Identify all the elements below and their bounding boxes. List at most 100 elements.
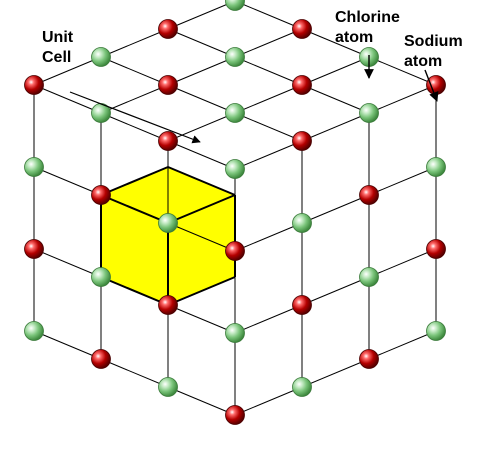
chlorine-atom	[158, 377, 178, 397]
unit-cell-edge	[167, 166, 236, 196]
unit-cell-edge	[167, 276, 236, 306]
lattice-bond	[234, 0, 303, 30]
chlorine-atom	[225, 47, 245, 67]
lattice-bond	[234, 386, 303, 416]
sodium-atom	[292, 19, 312, 39]
lattice-bond	[167, 386, 236, 416]
lattice-bond	[100, 56, 169, 86]
lattice-bond	[33, 248, 102, 278]
unit-cell-edge	[167, 194, 236, 224]
chlorine-atom	[225, 0, 245, 11]
lattice-bond	[234, 140, 303, 170]
sodium-atom	[359, 349, 379, 369]
chlorine-atom	[24, 321, 44, 341]
chlorine-atom	[225, 103, 245, 123]
chlorine-atom	[426, 157, 446, 177]
sodium-arrow	[424, 69, 439, 102]
lattice-bond	[33, 56, 102, 86]
lattice-bond	[167, 28, 236, 58]
chlorine-label-line1: Chlorine	[335, 9, 400, 26]
chlorine-atom	[225, 159, 245, 179]
lattice-bond	[301, 276, 370, 306]
lattice-atoms	[24, 0, 446, 425]
chlorine-atom	[292, 213, 312, 233]
sodium-label-line1: Sodium	[404, 33, 463, 50]
unit-cell-edge	[100, 166, 169, 196]
lattice-bond	[167, 56, 236, 86]
lattice-bond	[167, 140, 236, 170]
sodium-atom	[158, 19, 178, 39]
unit-cell-edges	[100, 166, 236, 306]
lattice-bond	[100, 358, 169, 388]
unit-cell-edge	[100, 276, 169, 306]
unit-cell-label-line1: Unit	[42, 29, 74, 46]
sodium-atom	[91, 349, 111, 369]
chlorine-atom	[24, 157, 44, 177]
sodium-atom	[292, 131, 312, 151]
unit-cell-label: Unit Cell	[42, 28, 73, 68]
lattice-bond	[368, 248, 437, 278]
chlorine-atom	[359, 103, 379, 123]
sodium-atom-label: Sodium atom	[404, 32, 463, 72]
unit-cell-right-face	[168, 195, 235, 305]
lattice-bond	[234, 112, 303, 142]
lattice-bond	[234, 56, 303, 86]
sodium-atom	[292, 295, 312, 315]
lattice-bond	[301, 84, 370, 114]
unit-cell-edge	[100, 194, 169, 224]
chlorine-atom	[91, 267, 111, 287]
sodium-atom	[359, 185, 379, 205]
lattice-bond	[100, 84, 169, 114]
chlorine-atom	[91, 47, 111, 67]
lattice-bond	[368, 330, 437, 360]
lattice-bond	[234, 28, 303, 58]
chlorine-atom	[292, 377, 312, 397]
lattice-bond	[368, 166, 437, 196]
unit-cell-arrow	[69, 91, 201, 144]
lattice-bond	[167, 222, 236, 252]
sodium-atom	[158, 295, 178, 315]
chlorine-atom	[426, 321, 446, 341]
sodium-label-line2: atom	[404, 53, 443, 70]
sodium-atom	[426, 75, 446, 95]
chlorine-atom	[359, 267, 379, 287]
sodium-atom	[24, 75, 44, 95]
lattice-bond	[33, 330, 102, 360]
lattice-bonds	[33, 0, 437, 416]
sodium-atom	[225, 405, 245, 425]
sodium-atom	[24, 239, 44, 259]
lattice-bond	[234, 84, 303, 114]
unit-cell-label-line2: Cell	[42, 49, 72, 66]
chlorine-atom	[225, 323, 245, 343]
lattice-bond	[167, 0, 236, 30]
sodium-atom	[292, 75, 312, 95]
lattice-bond	[234, 304, 303, 334]
lattice-bond	[167, 112, 236, 142]
lattice-bond	[301, 194, 370, 224]
lattice-bond	[368, 56, 437, 86]
sodium-atom	[426, 239, 446, 259]
lattice-bond	[100, 28, 169, 58]
lattice-bond	[33, 166, 102, 196]
chlorine-atom-label: Chlorine atom	[335, 8, 400, 48]
lattice-bond	[234, 222, 303, 252]
sodium-atom	[225, 241, 245, 261]
chlorine-atom	[158, 213, 178, 233]
lattice-bond	[167, 304, 236, 334]
lattice-bond	[301, 112, 370, 142]
sodium-atom	[158, 131, 178, 151]
unit-cell-left-face	[101, 195, 168, 305]
lattice-bond	[167, 84, 236, 114]
lattice-bond	[100, 112, 169, 142]
lattice-bond	[301, 28, 370, 58]
label-arrows	[69, 55, 439, 144]
chlorine-label-line2: atom	[335, 29, 374, 46]
lattice-bond	[33, 84, 102, 114]
lattice-bond	[301, 56, 370, 86]
lattice-bond	[368, 84, 437, 114]
sodium-atom	[158, 75, 178, 95]
sodium-atom	[91, 185, 111, 205]
lattice-bond	[301, 358, 370, 388]
